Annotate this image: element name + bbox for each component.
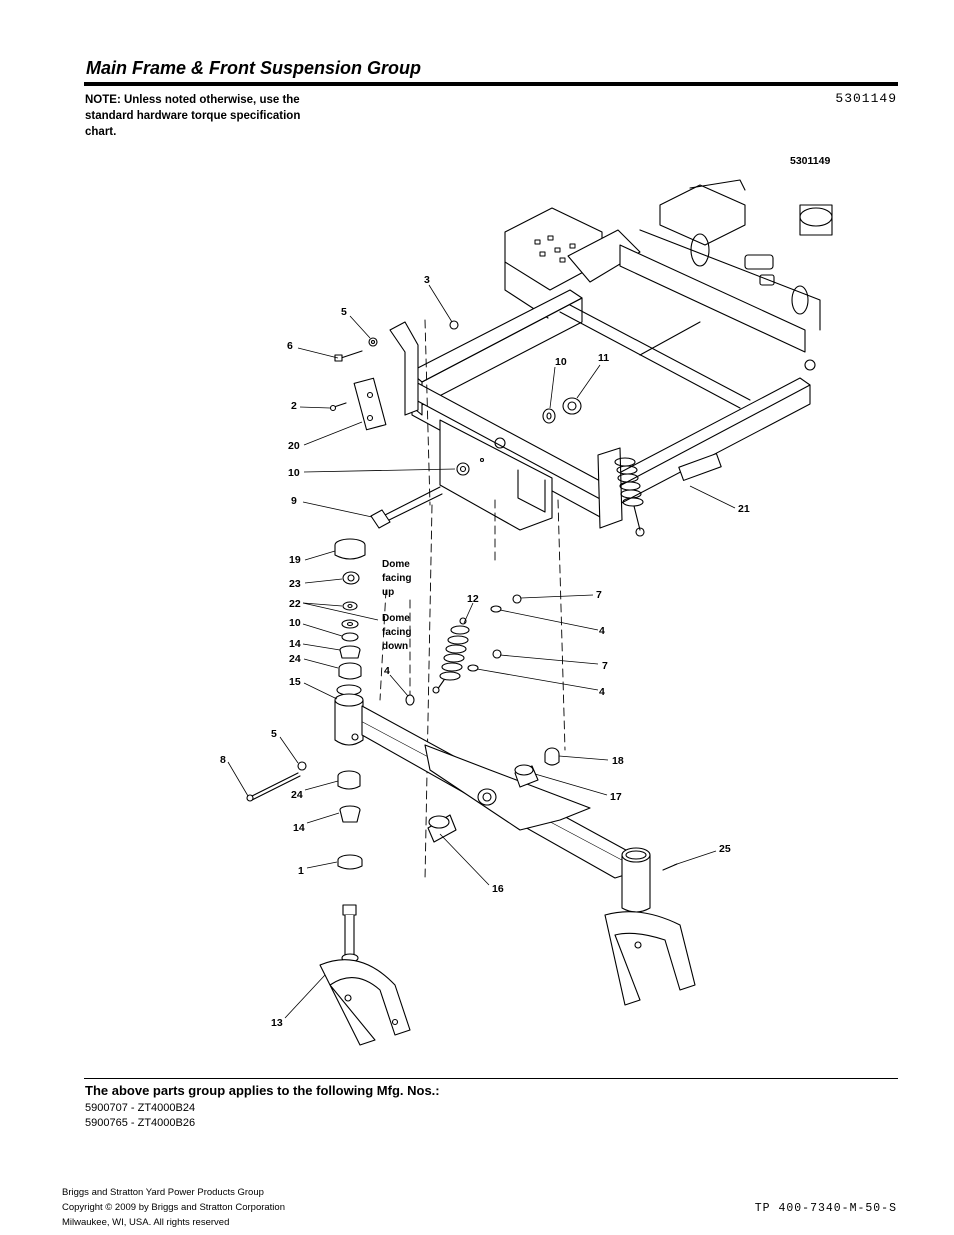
nut-3	[449, 320, 459, 330]
washer-10-top	[542, 408, 556, 424]
note-dome-down-1: Dome	[382, 613, 410, 624]
callout-4-lower: 4	[599, 686, 605, 698]
bolt-6	[334, 350, 363, 362]
bushing-11	[562, 397, 582, 415]
callout-15: 15	[289, 676, 301, 688]
callout-5: 5	[341, 306, 347, 318]
shock-hardware	[405, 594, 522, 706]
note-dome-down-2: facing	[382, 627, 411, 638]
callout-1: 1	[298, 865, 304, 877]
callout-8: 8	[220, 754, 226, 766]
note-dome-down-3: down	[382, 641, 408, 652]
callout-10: 10	[288, 467, 300, 479]
spacer-16	[427, 814, 457, 843]
callout-7-lower: 7	[602, 660, 608, 672]
callout-14: 14	[289, 638, 301, 650]
footer-line: Milwaukee, WI, USA. All rights reserved	[62, 1217, 230, 1228]
bolt-2	[329, 402, 347, 412]
spindle-stack	[334, 538, 366, 696]
callout-3: 3	[424, 274, 430, 286]
note-dome-up-1: Dome	[382, 559, 410, 570]
title-rule	[84, 82, 898, 86]
washer-5-lower	[297, 761, 307, 771]
callout-13: 13	[271, 1017, 283, 1029]
callout-22: 22	[289, 598, 301, 610]
bolt-8	[246, 772, 301, 802]
mfg-number-list: 5900707 - ZT4000B24 5900765 - ZT4000B26	[85, 1101, 195, 1131]
callout-4-left: 4	[384, 665, 390, 677]
callout-6: 6	[287, 340, 293, 352]
front-shock-12	[432, 617, 470, 694]
callout-10-top: 10	[555, 356, 567, 368]
note-dome-up-2: facing	[382, 573, 411, 584]
copyright-footer: Briggs and Stratton Yard Power Products …	[62, 1185, 285, 1230]
callout-5-lower: 5	[271, 728, 277, 740]
callout-17: 17	[610, 791, 622, 803]
applicability-heading: The above parts group applies to the fol…	[85, 1083, 440, 1098]
callout-19: 19	[289, 554, 301, 566]
footer-line: Copyright © 2009 by Briggs and Stratton …	[62, 1202, 285, 1213]
spacer-18	[544, 747, 560, 766]
callout-4: 4	[599, 625, 605, 637]
callout-11: 11	[598, 352, 609, 364]
footer-line: Briggs and Stratton Yard Power Products …	[62, 1187, 264, 1198]
callout-18: 18	[612, 755, 624, 767]
bolt-9	[370, 486, 443, 529]
torque-note: NOTE: Unless noted otherwise, use the st…	[85, 94, 301, 138]
bushing-17	[514, 764, 539, 788]
callout-16: 16	[492, 883, 504, 895]
document-code: TP 400-7340-M-50-S	[754, 1202, 897, 1215]
callout-10-stack: 10	[289, 617, 301, 629]
front-axle	[334, 693, 696, 1006]
lower-bearing-stack	[337, 770, 363, 870]
callout-23: 23	[289, 578, 301, 590]
callout-12: 12	[467, 593, 479, 605]
spindle-13	[319, 904, 411, 1046]
callout-24: 24	[289, 653, 301, 665]
callout-14-lower: 14	[293, 822, 305, 834]
mfg-number-item: 5900707 - ZT4000B24	[85, 1102, 196, 1114]
callout-24-lower: 24	[291, 789, 303, 801]
callout-9: 9	[291, 495, 297, 507]
figure-number: 5301149	[835, 91, 897, 106]
callout-25: 25	[719, 843, 731, 855]
callout-7: 7	[596, 589, 602, 601]
callout-2: 2	[291, 400, 297, 412]
washer-5	[368, 337, 378, 347]
bottom-rule	[84, 1078, 898, 1079]
page-title: Main Frame & Front Suspension Group	[86, 58, 422, 78]
mfg-number-item: 5900765 - ZT4000B26	[85, 1117, 196, 1129]
callout-20: 20	[288, 440, 300, 452]
note-dome-up-3: up	[382, 587, 394, 598]
figure-label: 5301149	[790, 155, 830, 167]
rear-shock-spring	[614, 457, 645, 537]
callout-21: 21	[738, 503, 750, 515]
main-frame	[353, 179, 833, 537]
